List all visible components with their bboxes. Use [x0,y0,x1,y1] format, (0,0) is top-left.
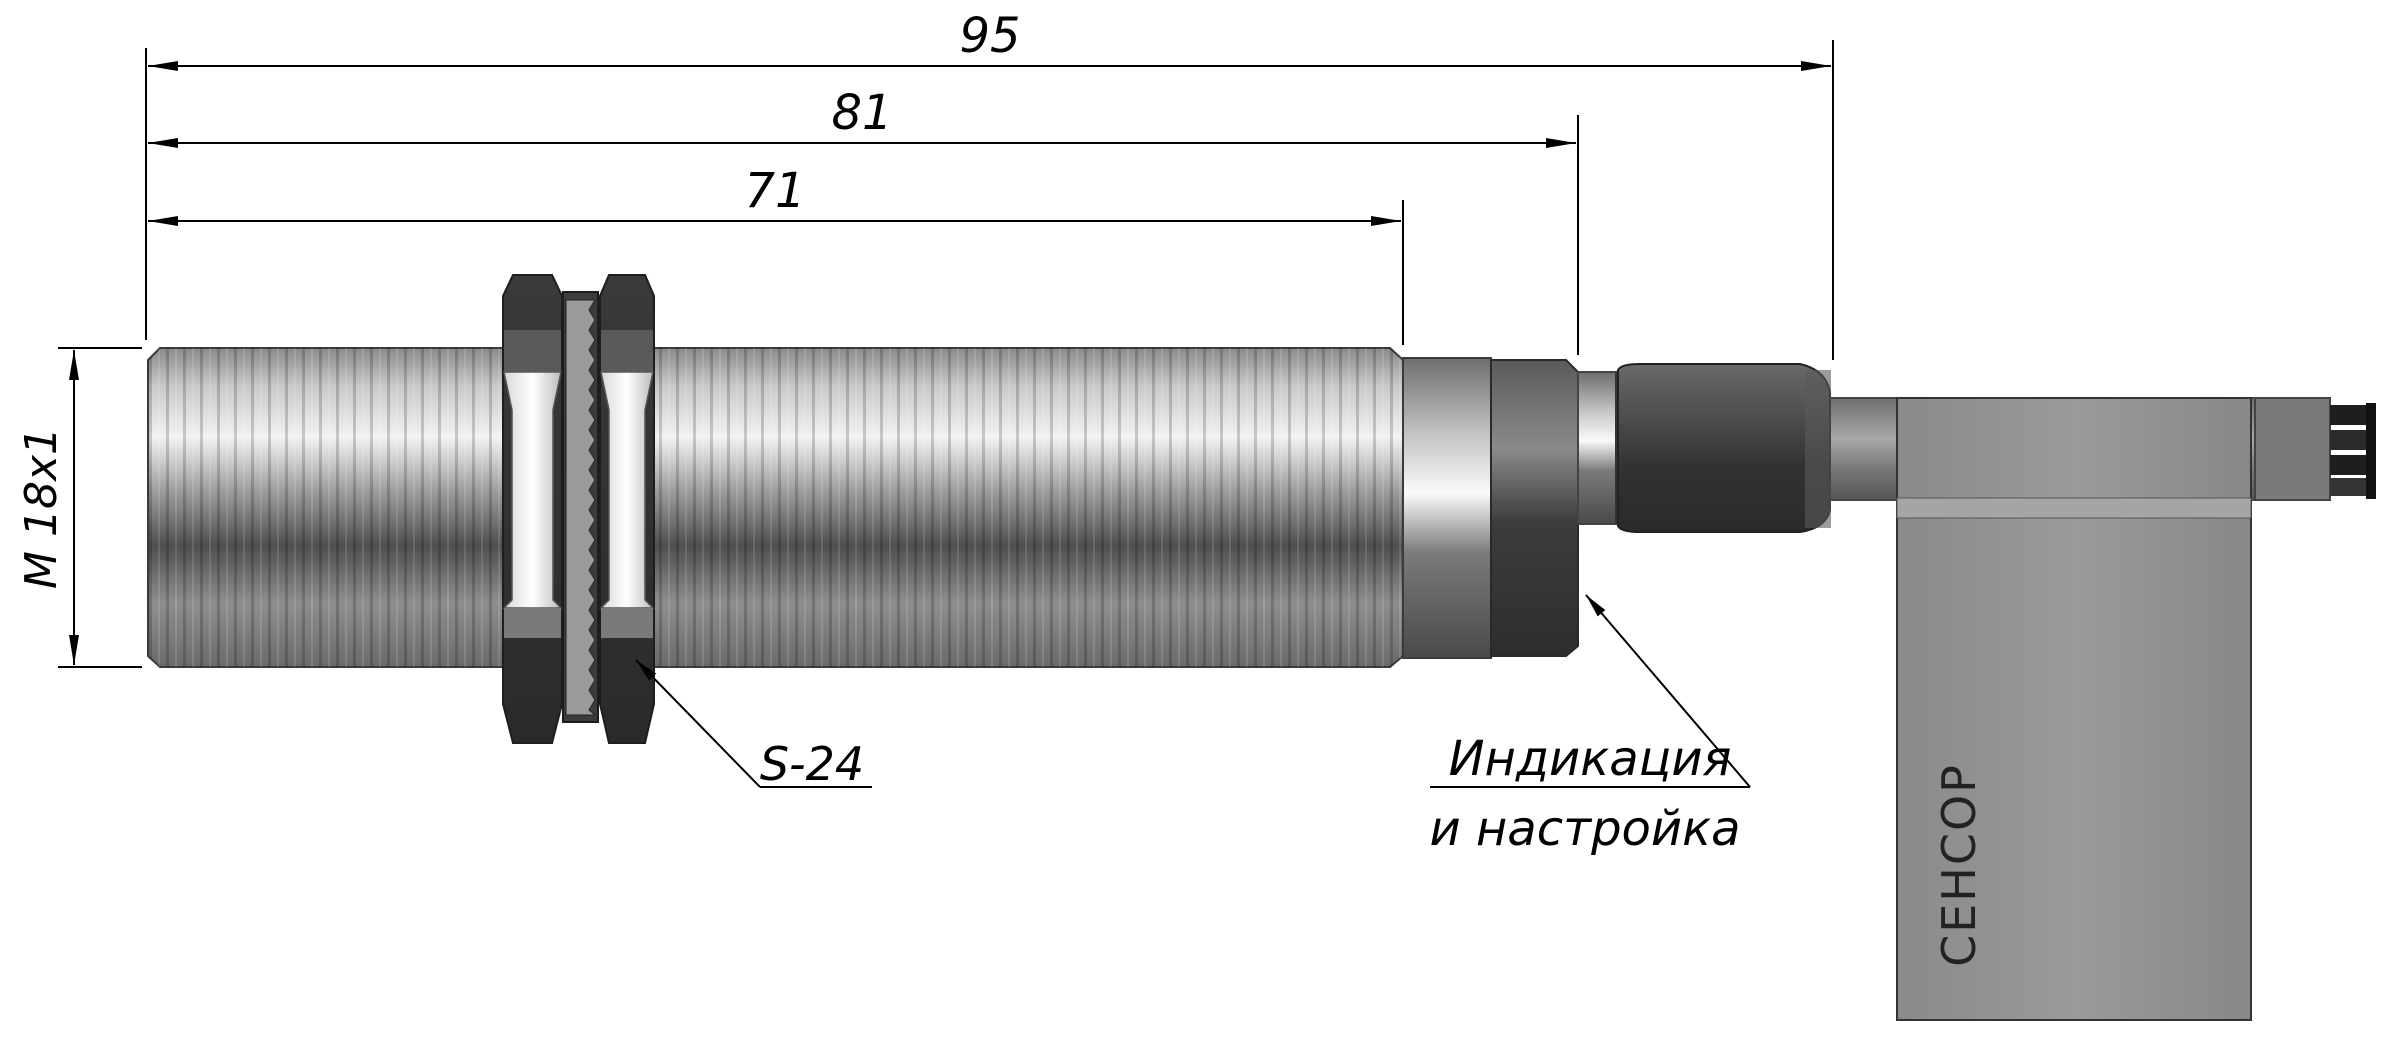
indication-ring [1490,359,1579,657]
indicator-callout: Индикация и настройка [1429,594,1751,857]
nut-callout: S-24 [635,659,872,791]
threaded-body [147,347,1404,668]
label-tag: СЕНСОР [1896,397,2252,1021]
nut-size-label: S-24 [760,737,864,791]
indicator-label-line2: и настройка [1429,801,1740,857]
dimension-lines [69,61,1831,665]
brand-label: СЕНСОР [1932,763,1986,967]
dim-value-71: 71 [744,163,805,219]
dim-value-thread: M 18x1 [16,427,67,589]
dim-value-81: 81 [831,85,892,141]
connector-neck [1577,371,1619,525]
nut-right [599,274,655,744]
indicator-label-line1: Индикация [1449,731,1732,787]
lock-washer [562,291,599,723]
collar [1402,357,1492,659]
dimension-values: 95 81 71 M 18x1 [16,8,1021,589]
extension-lines [58,40,1834,668]
nut-left [502,274,563,744]
connector-plug [1617,363,1831,533]
dim-value-95: 95 [959,8,1020,64]
cable-wires [2330,403,2376,499]
